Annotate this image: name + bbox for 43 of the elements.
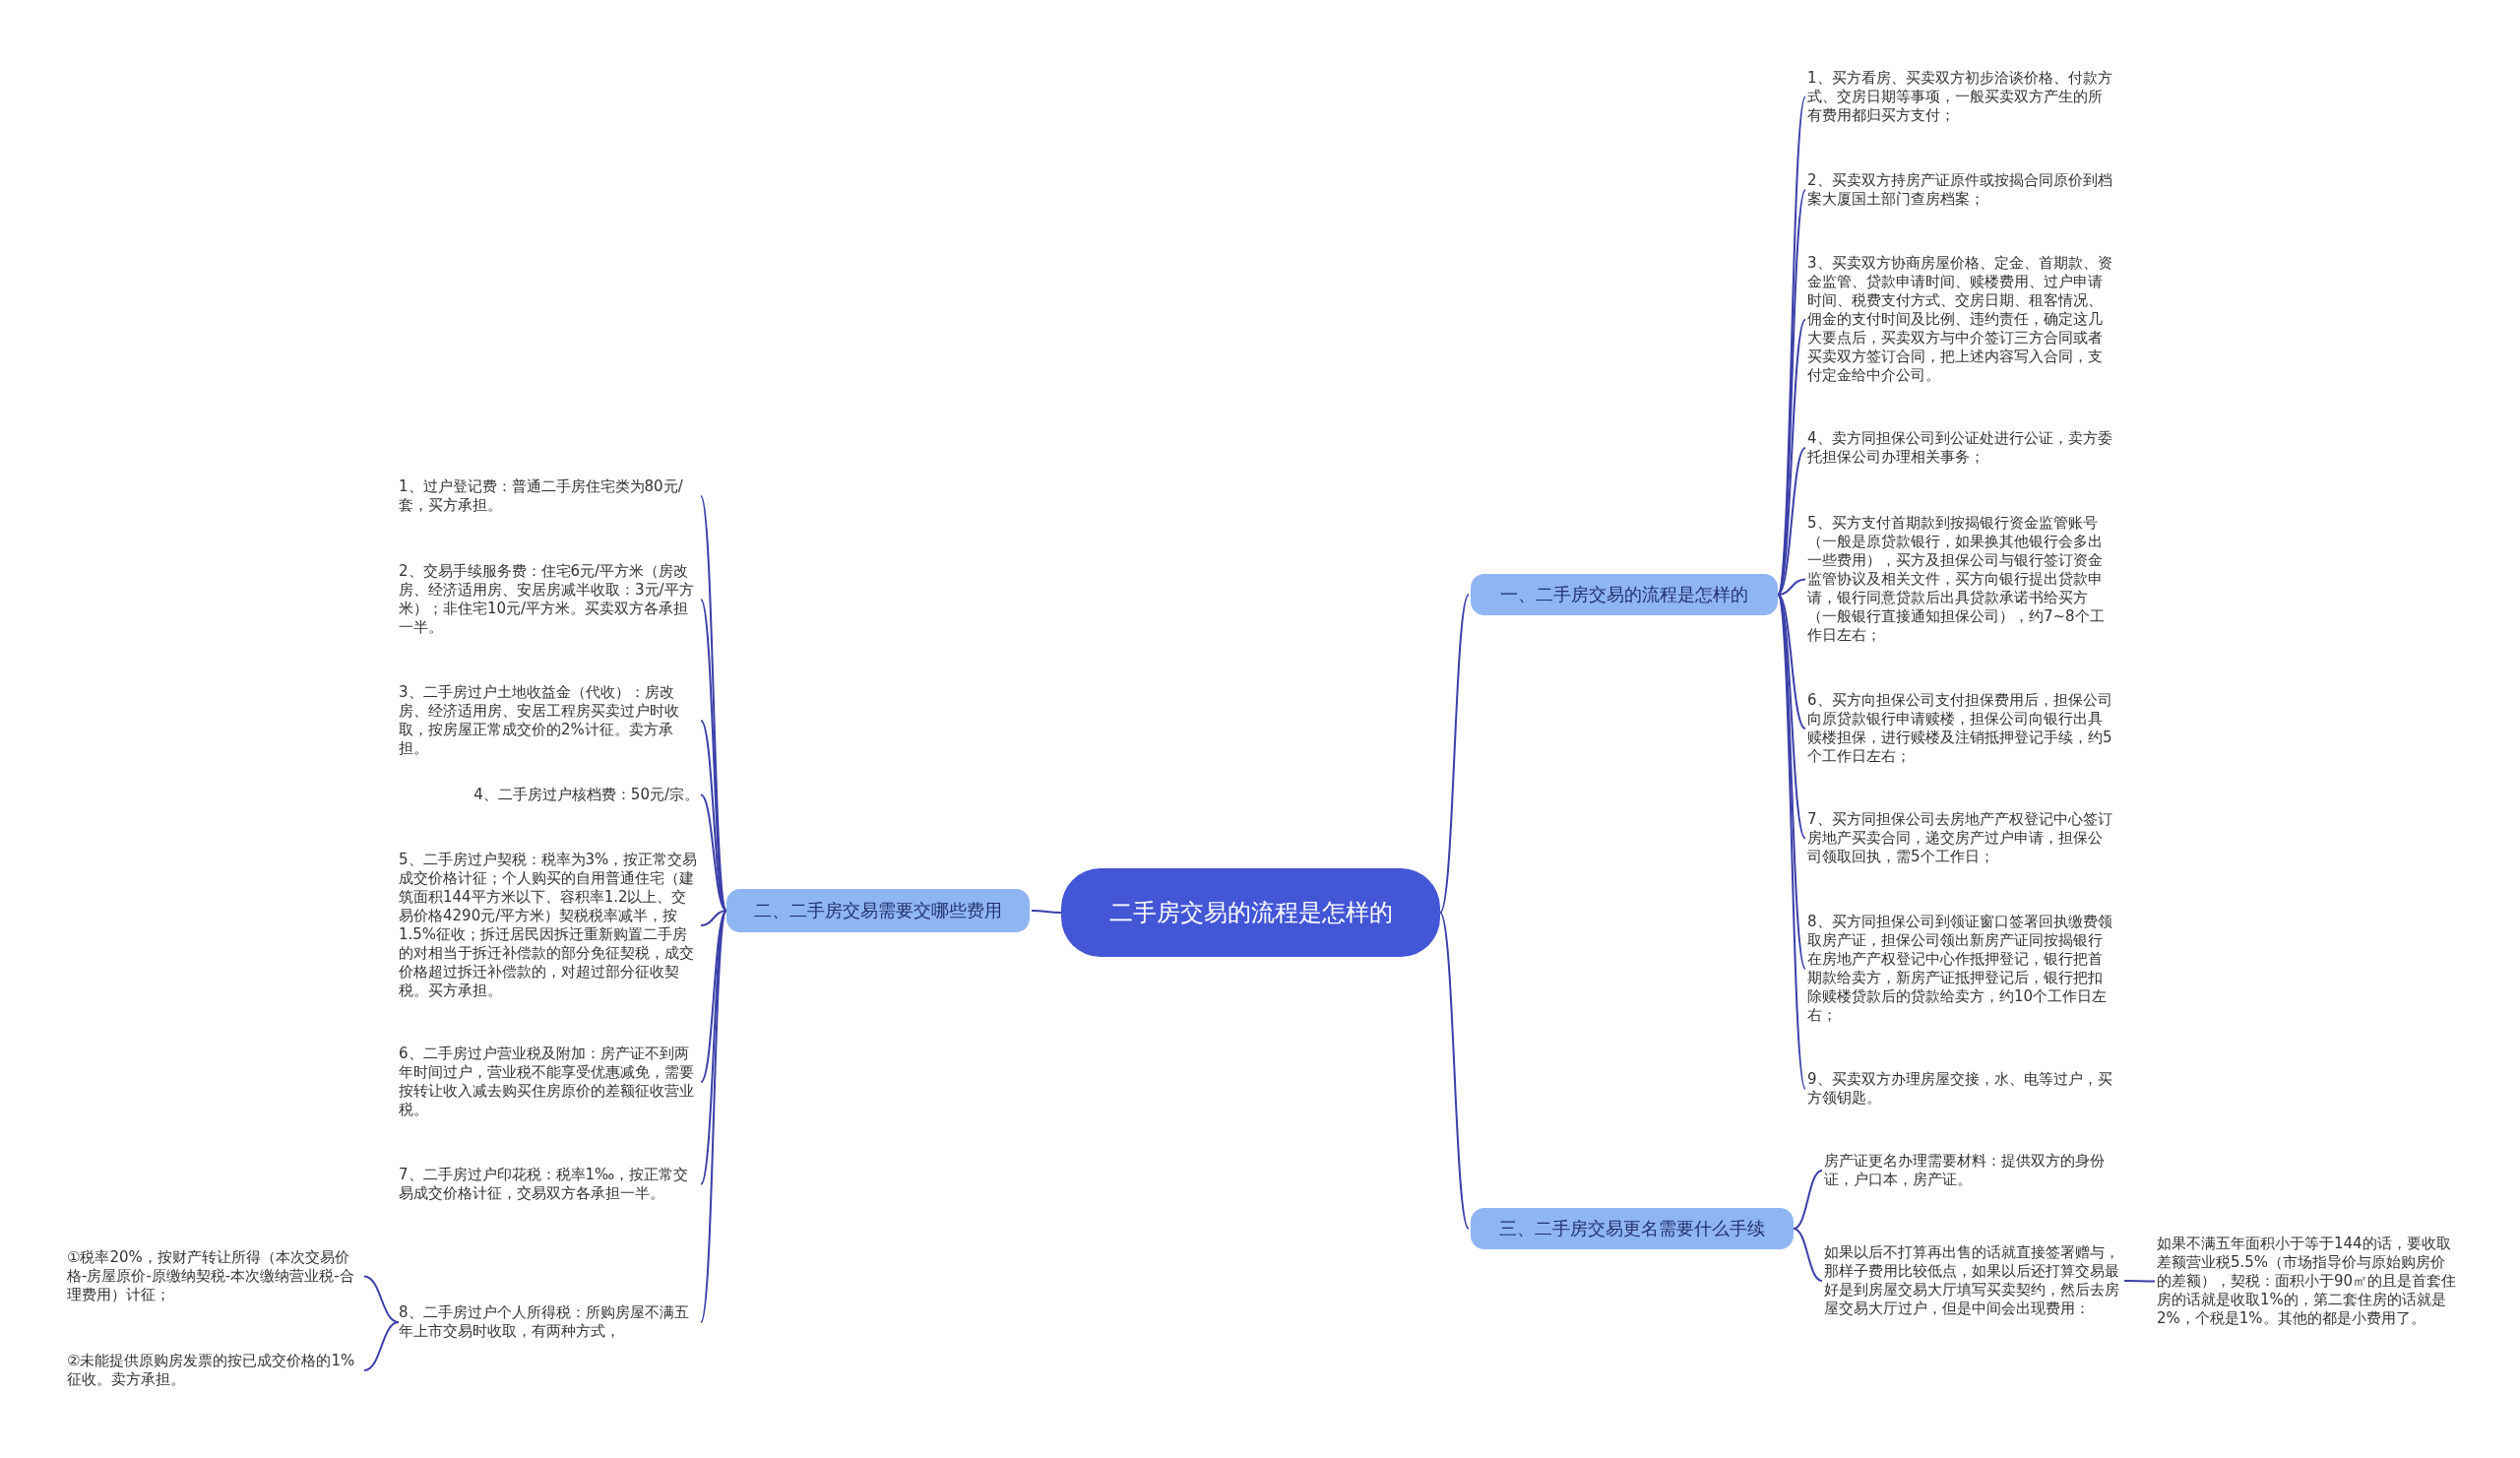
topic-text: 2、交易手续服务费：住宅6元/平方米（房改房、经济适用房、安居房减半收取：3元/平方米）；非住宅10元/平方米。买卖双方各承担一半。 bbox=[399, 562, 699, 637]
connector-line bbox=[700, 793, 727, 912]
branch-topic: 一、二手房交易的流程是怎样的 bbox=[1471, 574, 1778, 615]
topic-text: ②未能提供原购房发票的按已成交价格的1%征收。卖方承担。 bbox=[67, 1352, 362, 1389]
connector-line bbox=[363, 1321, 400, 1371]
topic-text: 4、二手房过户核档费：50元/宗。 bbox=[399, 786, 699, 804]
topic-text: 6、二手房过户营业税及附加：房产证不到两年时间过户，营业税不能享受优惠减免，需要按转让收入减去购买住房原价的差额征收营业税。 bbox=[399, 1045, 699, 1119]
connector-line bbox=[700, 910, 727, 1323]
connector-line bbox=[2123, 1280, 2156, 1283]
connector-line bbox=[1793, 1228, 1823, 1282]
connector-line bbox=[1777, 578, 1806, 596]
connector-line bbox=[700, 910, 727, 926]
connector-line bbox=[1031, 910, 1062, 914]
connector-line bbox=[700, 910, 727, 1185]
topic-text: 1、买方看房、买卖双方初步洽谈价格、付款方式、交房日期等事项，一般买卖双方产生的所有费用都归买方支付； bbox=[1807, 69, 2112, 125]
connector-line bbox=[1439, 594, 1470, 914]
topic-text: 1、过户登记费：普通二手房住宅类为80元/套，买方承担。 bbox=[399, 477, 699, 515]
topic-text: 9、买卖双方办理房屋交接，水、电等过户，买方领钥匙。 bbox=[1807, 1070, 2112, 1108]
connector-line bbox=[1777, 594, 1806, 1090]
topic-text: 3、二手房过户土地收益金（代收）：房改房、经济适用房、安居工程房买卖过户时收取，按房屋正常成交价的2%计征。卖方承担。 bbox=[399, 683, 699, 758]
topic-text: 7、二手房过户印花税：税率1‰，按正常交易成交价格计征，交易双方各承担一半。 bbox=[399, 1166, 699, 1203]
topic-text: 如果以后不打算再出售的话就直接签署赠与，那样子费用比较低点，如果以后还打算交易最好是到房屋交易大厅填写买卖契约，然后去房屋交易大厅过户，但是中间会出现费用： bbox=[1824, 1243, 2124, 1318]
topic-text: 6、买方向担保公司支付担保费用后，担保公司向原贷款银行申请赎楼，担保公司向银行出具赎楼担保，进行赎楼及注销抵押登记手续，约5个工作日左右； bbox=[1807, 691, 2112, 766]
connector-line bbox=[1777, 594, 1806, 729]
topic-text: ①税率20%，按财产转让所得（本次交易价格-房屋原价-原缴纳契税-本次缴纳营业税-合理费用）计征； bbox=[67, 1248, 362, 1304]
topic-text: 如果不满五年面积小于等于144的话，要收取差额营业税5.5%（市场指导价与原始购房价的差额），契税：面积小于90㎡的且是首套住房的话就是收取1%的，第二套住房的话就是2%，个税是1%。其他的都是小费用了。 bbox=[2157, 1235, 2457, 1328]
connector-line bbox=[1439, 912, 1470, 1230]
topic-text: 5、买方支付首期款到按揭银行资金监管账号（一般是原贷款银行，如果换其他银行会多出一些费用），买方及担保公司与银行签订资金监管协议及相关文件，买方向银行提出贷款申请，银行同意贷款后出具贷款承诺书给买方（一般银行直接通知担保公司），约7~8个工作日左右； bbox=[1807, 514, 2112, 645]
branch-topic: 二、二手房交易需要交哪些费用 bbox=[726, 889, 1030, 932]
branch-topic: 三、二手房交易更名需要什么手续 bbox=[1471, 1208, 1794, 1249]
topic-text: 8、买方同担保公司到领证窗口签署回执缴费领取房产证，担保公司领出新房产证同按揭银行在房地产产权登记中心作抵押登记，银行把首期款给卖方，新房产证抵押登记后，银行把扣除赎楼贷款后的贷款给卖方，约10个工作日左右； bbox=[1807, 913, 2112, 1025]
connector-line bbox=[1793, 1170, 1823, 1230]
central-topic: 二手房交易的流程是怎样的 bbox=[1061, 868, 1440, 957]
topic-text: 7、买方同担保公司去房地产产权登记中心签订房地产买卖合同，递交房产过户申请，担保公司领取回执，需5个工作日； bbox=[1807, 810, 2112, 866]
connector-line bbox=[1777, 447, 1806, 596]
topic-text: 3、买卖双方协商房屋价格、定金、首期款、资金监管、贷款申请时间、赎楼费用、过户申请时间、税费支付方式、交房日期、租客情况、佣金的支付时间及比例、违约责任，确定这几大要点后，买卖双方与中介签订三方合同或者买卖双方签订合同，把上述内容写入合同，支付定金给中介公司。 bbox=[1807, 254, 2112, 385]
connector-line bbox=[1777, 594, 1806, 840]
topic-text: 5、二手房过户契税：税率为3%，按正常交易成交价格计征；个人购买的自用普通住宅（建筑面积144平方米以下、容积率1.2以上、交易价格4290元/平方米）契税税率减半，按1.5%征收；拆迁居民因拆迁重新购置二手房的对相当于拆迁补偿款的部分免征契税，成交价格超过拆迁补偿款的，对超过部分征收契税。买方承担。 bbox=[399, 851, 699, 1000]
topic-text: 8、二手房过户个人所得税：所购房屋不满五年上市交易时收取，有两种方式， bbox=[399, 1303, 699, 1341]
connector-line bbox=[700, 910, 727, 1083]
topic-text: 4、卖方同担保公司到公证处进行公证，卖方委托担保公司办理相关事务； bbox=[1807, 429, 2112, 467]
topic-text: 2、买卖双方持房产证原件或按揭合同原价到档案大厦国土部门查房档案； bbox=[1807, 171, 2112, 209]
topic-text: 房产证更名办理需要材料：提供双方的身份证，户口本，房产证。 bbox=[1824, 1152, 2124, 1189]
